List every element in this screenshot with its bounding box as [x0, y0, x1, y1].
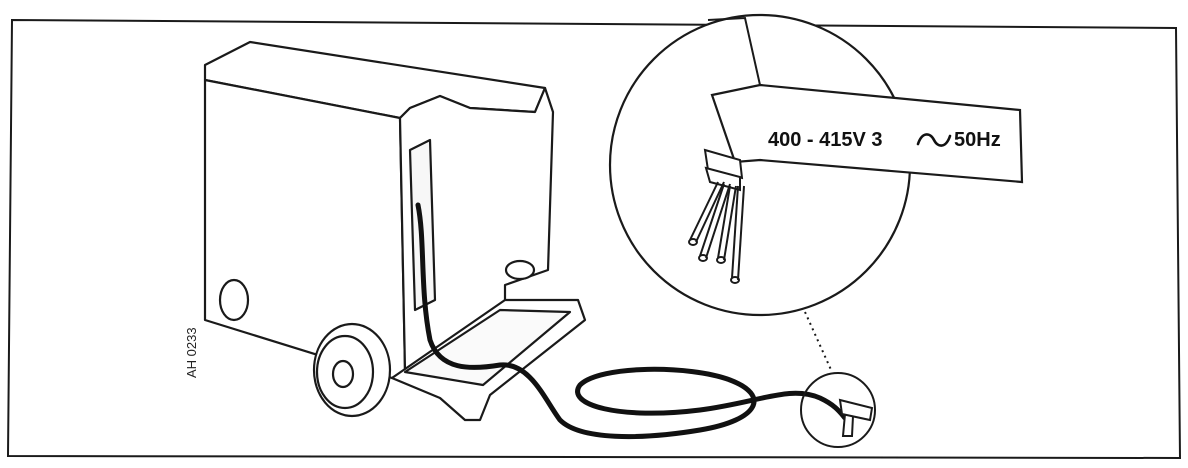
figure-code: AH 0233	[184, 327, 199, 378]
alternating-current-symbol-icon	[916, 133, 952, 147]
cart-tray-lip	[403, 308, 572, 387]
cable-frequency-label: 50Hz	[954, 129, 1001, 151]
welding-machine	[203, 40, 587, 422]
cable-voltage-label: 400 - 415V 3	[768, 129, 883, 151]
leader-line	[804, 311, 833, 373]
plug-icon	[838, 398, 874, 437]
diagram-frame	[6, 18, 1182, 460]
cable-conductors	[688, 181, 745, 284]
magnified-cable-detail: 400 - 415V 3 50Hz	[608, 13, 1024, 317]
front-wheel-hub	[331, 359, 355, 389]
mains-cable	[415, 202, 848, 440]
plug-detail-circle	[800, 372, 876, 448]
rear-caster	[504, 259, 536, 281]
rear-wheel	[218, 278, 250, 322]
